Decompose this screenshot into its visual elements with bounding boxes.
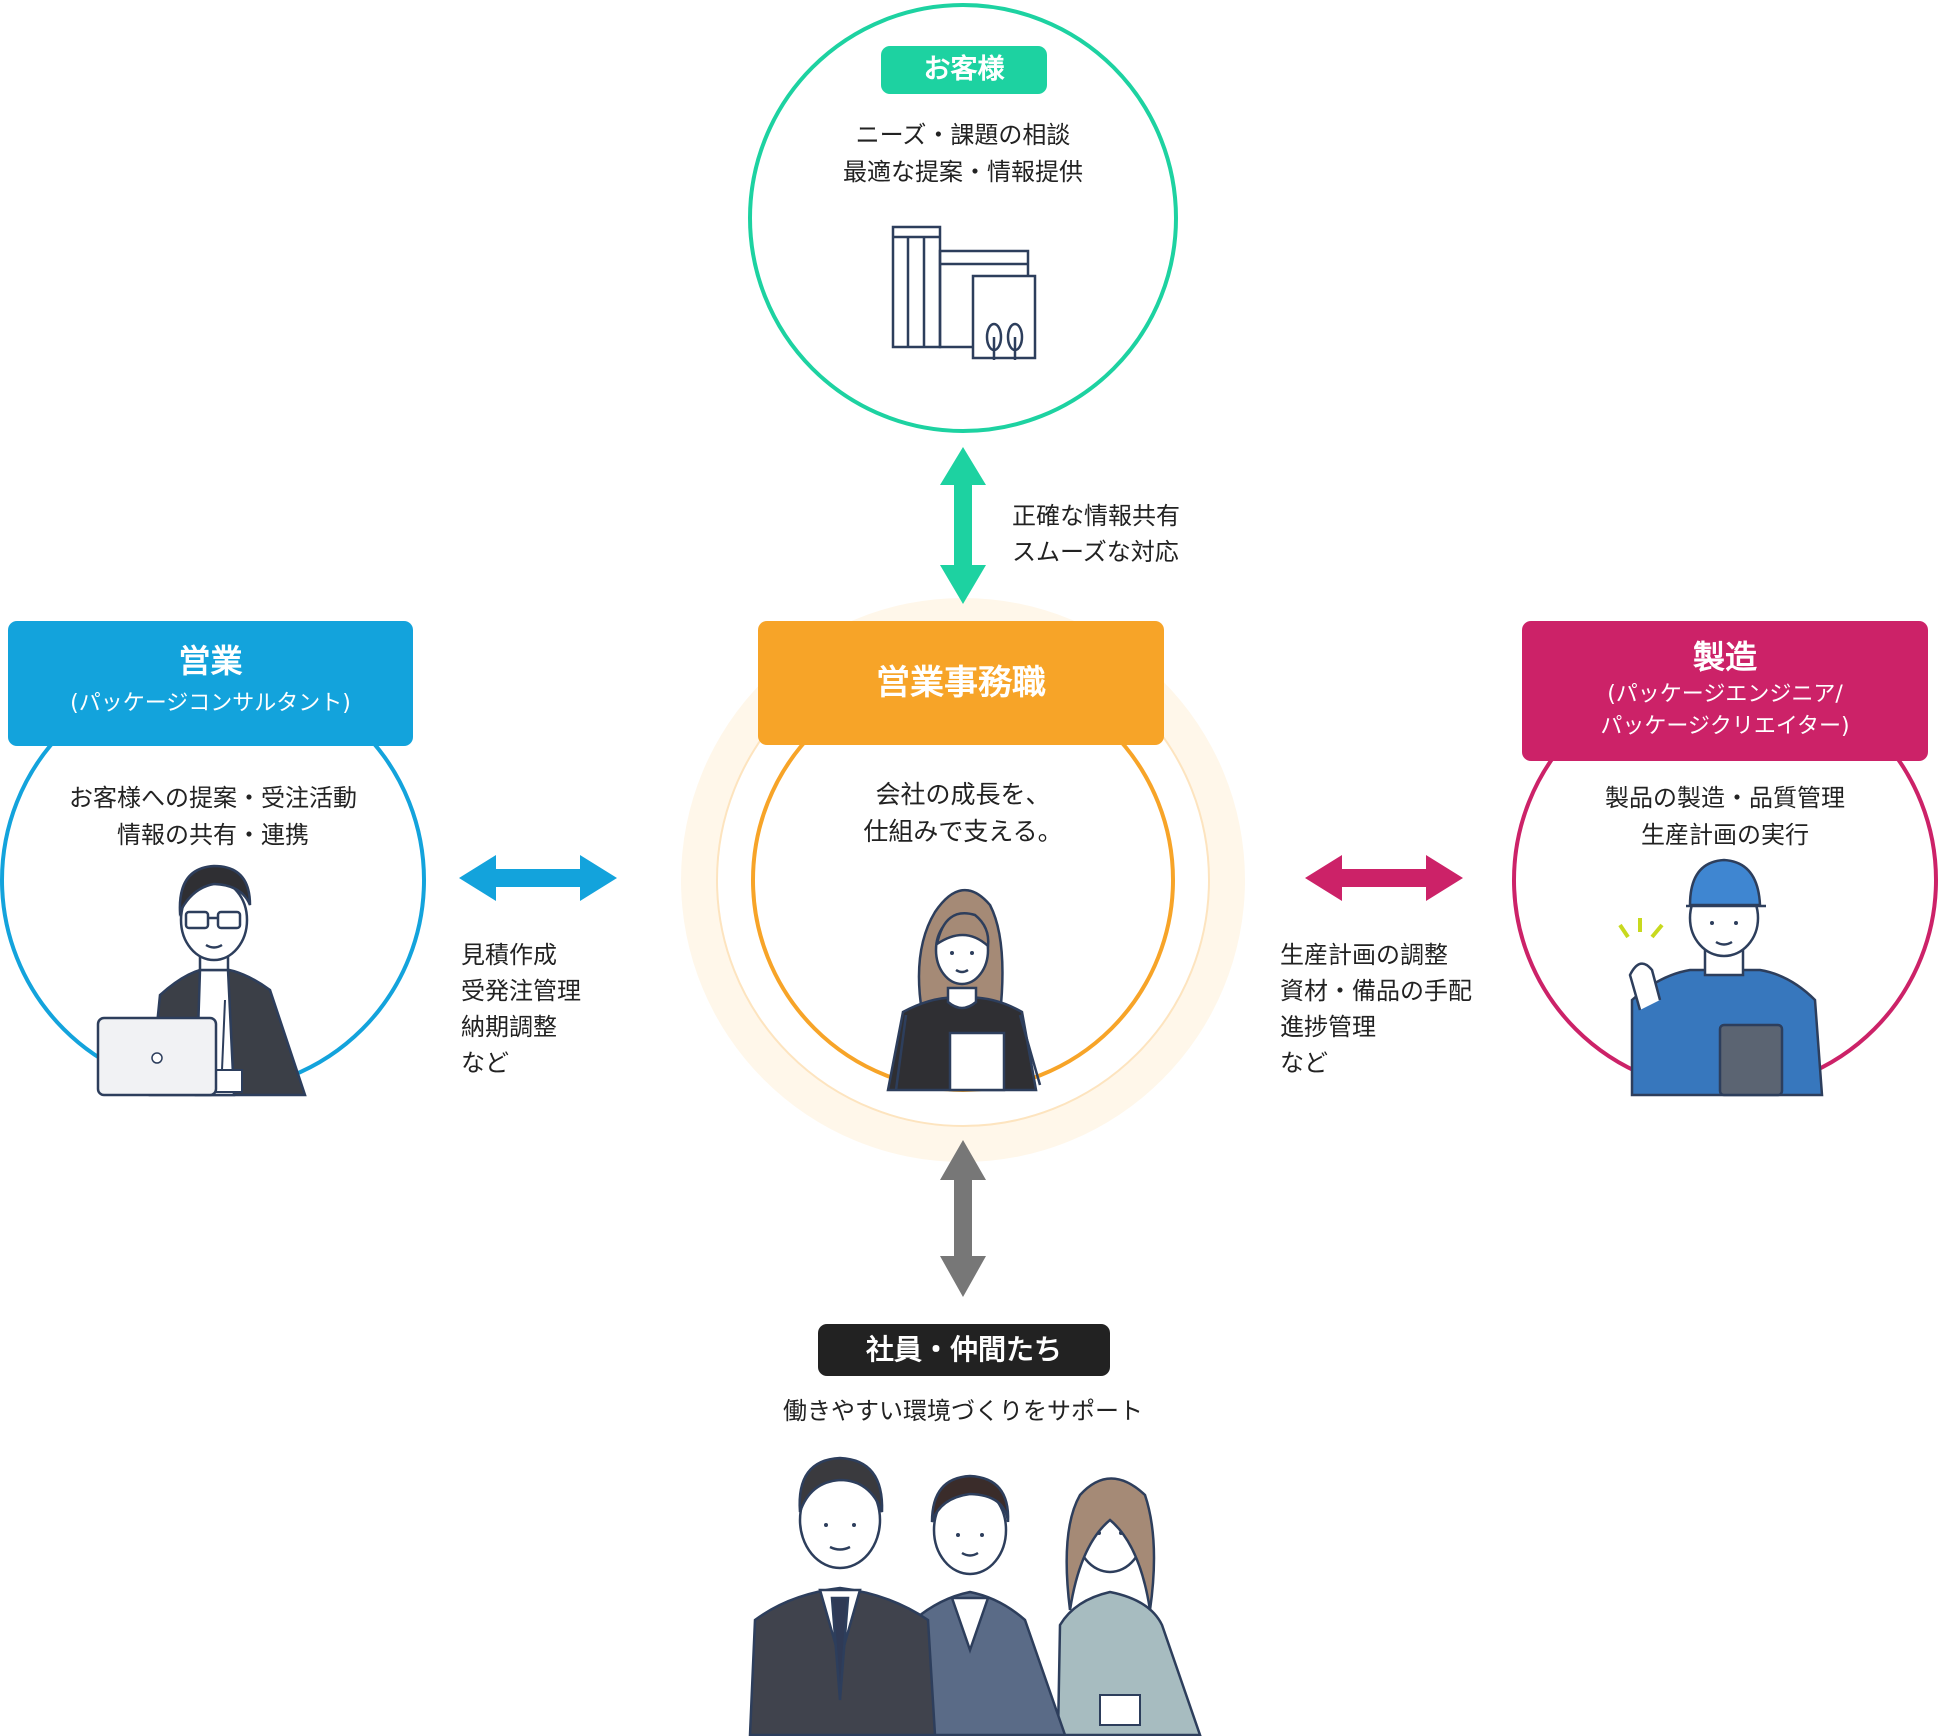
sales-link-line-3: 納期調整 (461, 1013, 557, 1041)
sales-title: 営業 (178, 642, 243, 680)
salesman-laptop-icon (96, 864, 307, 1097)
sales-label-box: 営業 (パッケージコンサルタント) (8, 621, 413, 746)
center-description: 会社の成長を、 仕組みで支える。 (763, 776, 1163, 850)
employees-label: 社員・仲間たち (818, 1324, 1110, 1376)
sales-link-line-1: 見積作成 (461, 941, 557, 969)
customer-circle (748, 3, 1178, 433)
customer-link-line-1: 正確な情報共有 (1012, 502, 1180, 530)
manufacturing-title: 製造 (1692, 638, 1757, 676)
employees-description: 働きやすい環境づくりをサポート (783, 1397, 1143, 1425)
building-icon (891, 225, 1037, 360)
customer-description: ニーズ・課題の相談 最適な提案・情報提供 (763, 117, 1163, 191)
manufacturing-label-box: 製造 (パッケージエンジニア/ パッケージクリエイター) (1522, 621, 1928, 761)
customer-description-line-2: 最適な提案・情報提供 (843, 158, 1083, 186)
customer-description-line-1: ニーズ・課題の相談 (855, 121, 1071, 149)
manufacturing-arrow (1305, 855, 1463, 901)
customer-link-note: 正確な情報共有 スムーズな対応 (1012, 498, 1180, 570)
manufacturing-subtitle-line-2: パッケージクリエイター) (1600, 714, 1850, 739)
manufacturing-description: 製品の製造・品質管理 生産計画の実行 (1525, 780, 1925, 854)
manufacturing-description-line-2: 生産計画の実行 (1641, 821, 1809, 849)
customer-link-line-2: スムーズな対応 (1012, 538, 1179, 566)
center-description-line-2: 仕組みで支える。 (863, 817, 1063, 846)
manufacturing-link-line-1: 生産計画の調整 (1280, 941, 1448, 969)
manufacturing-link-line-2: 資材・備品の手配 (1280, 977, 1472, 1005)
colleagues-group-icon (748, 1456, 1202, 1736)
sales-link-line-4: など (461, 1049, 509, 1077)
sales-subtitle: (パッケージコンサルタント) (70, 691, 351, 716)
sales-description: お客様への提案・受注活動 情報の共有・連携 (13, 780, 413, 854)
office-worker-woman-icon (886, 888, 1042, 1092)
manufacturing-subtitle-line-1: (パッケージエンジニア/ (1607, 682, 1843, 707)
manufacturing-description-line-1: 製品の製造・品質管理 (1605, 784, 1845, 812)
sales-description-line-1: お客様への提案・受注活動 (69, 784, 357, 812)
customer-arrow (940, 447, 986, 604)
center-label-box: 営業事務職 (758, 621, 1164, 745)
factory-worker-icon (1618, 858, 1824, 1097)
customer-label: お客様 (881, 46, 1047, 94)
manufacturing-link-line-3: 進捗管理 (1280, 1013, 1376, 1041)
center-label: 営業事務職 (876, 663, 1046, 703)
employees-arrow (940, 1140, 986, 1297)
center-description-line-1: 会社の成長を、 (875, 780, 1051, 809)
sales-description-line-2: 情報の共有・連携 (117, 821, 309, 849)
sales-link-note: 見積作成 受発注管理 納期調整 など (461, 937, 581, 1081)
manufacturing-link-line-4: など (1280, 1049, 1328, 1077)
sales-arrow (459, 855, 617, 901)
manufacturing-link-note: 生産計画の調整 資材・備品の手配 進捗管理 など (1280, 937, 1472, 1081)
sales-link-line-2: 受発注管理 (461, 977, 581, 1005)
